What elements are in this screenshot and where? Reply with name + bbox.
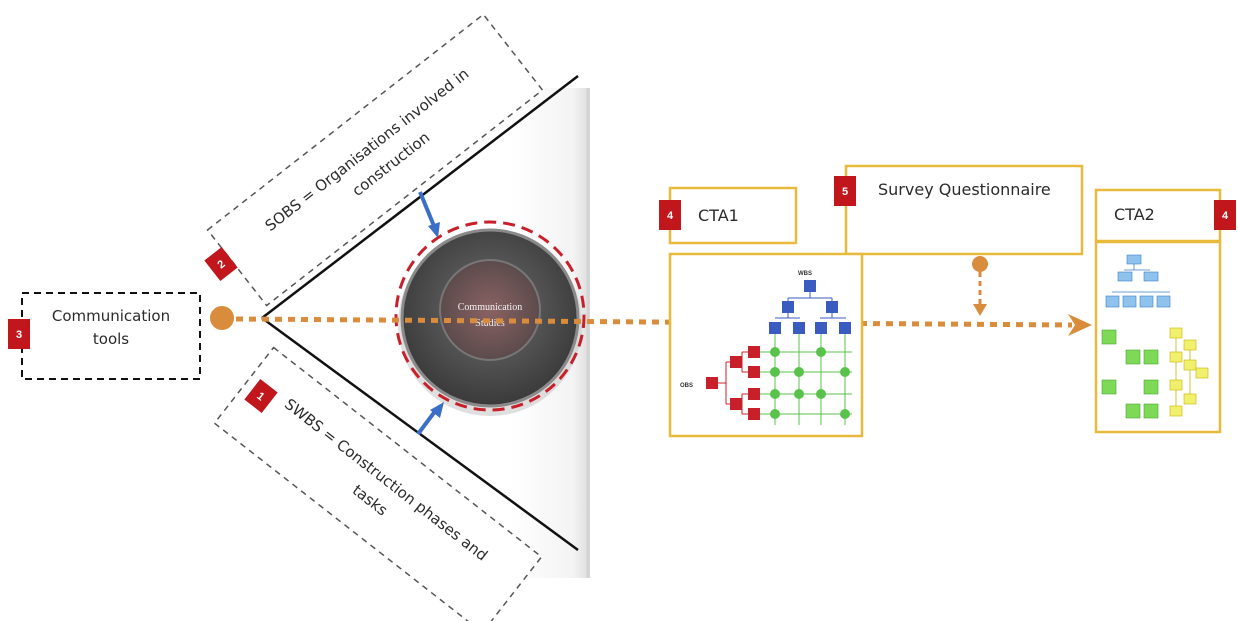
cta2-yellow-node bbox=[1195, 367, 1209, 379]
communication-tools-label-line2: tools bbox=[93, 330, 129, 348]
svg-text:4: 4 bbox=[667, 210, 674, 222]
obs-node bbox=[730, 398, 742, 410]
badge-3: 3 bbox=[8, 319, 30, 349]
matrix-dots bbox=[770, 347, 850, 419]
communication-tools-box: Communication tools bbox=[21, 292, 201, 380]
cta2-green-block bbox=[1143, 379, 1159, 395]
cta1-label: CTA1 bbox=[698, 206, 739, 225]
badge-4-right: 4 bbox=[1214, 200, 1236, 230]
obs-node bbox=[748, 388, 760, 400]
blue-arrow-top bbox=[418, 191, 440, 238]
wbs-node bbox=[769, 322, 781, 334]
blue-arrow-bottom bbox=[416, 402, 444, 436]
wbs-label: WBS bbox=[798, 271, 812, 277]
communication-studies-sphere: Communication Studies bbox=[394, 220, 586, 416]
cta2-label: CTA2 bbox=[1114, 205, 1155, 224]
badge-2: 2 bbox=[204, 246, 238, 282]
cta2-yellow-node bbox=[1169, 405, 1183, 417]
cta2-blue-node bbox=[1105, 295, 1120, 308]
cta2-yellow-node bbox=[1169, 379, 1183, 391]
obs-node bbox=[748, 366, 760, 378]
wbs-node bbox=[826, 301, 838, 313]
cta2-green-block bbox=[1101, 329, 1117, 345]
cta2-blue-node bbox=[1122, 295, 1137, 308]
orange-flow-line bbox=[210, 306, 1092, 336]
cta2-header-box: CTA2 bbox=[1094, 188, 1222, 243]
obs-node bbox=[730, 356, 742, 368]
cta1-header-box: CTA1 bbox=[668, 186, 798, 245]
wbs-node bbox=[782, 301, 794, 313]
svg-text:5: 5 bbox=[842, 186, 848, 198]
svg-text:4: 4 bbox=[1222, 210, 1229, 222]
cta2-blue-node bbox=[1143, 271, 1159, 282]
wbs-node bbox=[804, 280, 816, 292]
cta2-blue-node bbox=[1126, 254, 1142, 265]
badge-5: 5 bbox=[834, 176, 856, 206]
cta1-matrix-panel: WBS OBS bbox=[668, 252, 864, 438]
badge-4-left: 4 bbox=[659, 200, 681, 230]
cta2-blue-node bbox=[1117, 271, 1133, 282]
obs-node bbox=[748, 408, 760, 420]
cta2-green-block bbox=[1143, 403, 1159, 419]
cta2-matrix-panel bbox=[1094, 240, 1222, 434]
badge-1: 1 bbox=[244, 378, 278, 414]
cta2-yellow-node bbox=[1169, 351, 1183, 363]
survey-arrow bbox=[972, 256, 988, 316]
cta2-green-block bbox=[1125, 403, 1141, 419]
wbs-node bbox=[839, 322, 851, 334]
obs-label: OBS bbox=[680, 383, 693, 389]
center-label-line2: Studies bbox=[475, 318, 505, 329]
cta2-blue-node bbox=[1139, 295, 1154, 308]
wbs-node bbox=[793, 322, 805, 334]
obs-node bbox=[748, 346, 760, 358]
cta2-green-block bbox=[1143, 349, 1159, 365]
survey-questionnaire-box: Survey Questionnaire bbox=[844, 164, 1084, 256]
cta2-yellow-node bbox=[1183, 393, 1197, 405]
center-label-line1: Communication bbox=[458, 302, 522, 313]
cta2-yellow-node bbox=[1183, 339, 1197, 351]
wbs-node bbox=[815, 322, 827, 334]
cta2-blue-node bbox=[1156, 295, 1171, 308]
obs-node bbox=[706, 377, 718, 389]
communication-tools-label-line1: Communication bbox=[52, 307, 170, 325]
survey-label: Survey Questionnaire bbox=[878, 180, 1051, 199]
cta2-yellow-node bbox=[1169, 327, 1183, 339]
cta2-yellow-node bbox=[1183, 359, 1197, 371]
cta2-green-block bbox=[1101, 379, 1117, 395]
cta2-green-block bbox=[1125, 349, 1141, 365]
svg-text:3: 3 bbox=[16, 329, 22, 341]
